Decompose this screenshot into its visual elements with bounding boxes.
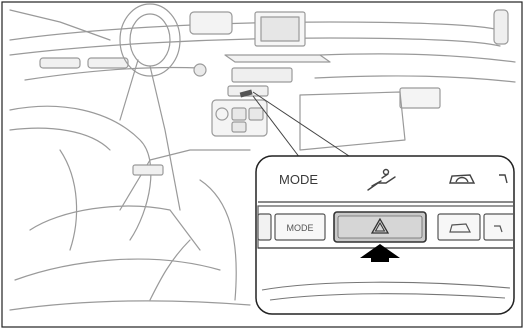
hazard-warning-button[interactable] bbox=[334, 212, 426, 242]
mode-button-label: MODE bbox=[287, 223, 314, 233]
recirculation-button[interactable] bbox=[438, 214, 480, 240]
left-partial-button[interactable] bbox=[258, 214, 271, 240]
inset-magnified-panel: MODE MODE bbox=[256, 156, 516, 314]
mode-label-top: MODE bbox=[279, 172, 318, 187]
mode-button[interactable]: MODE bbox=[275, 214, 325, 240]
